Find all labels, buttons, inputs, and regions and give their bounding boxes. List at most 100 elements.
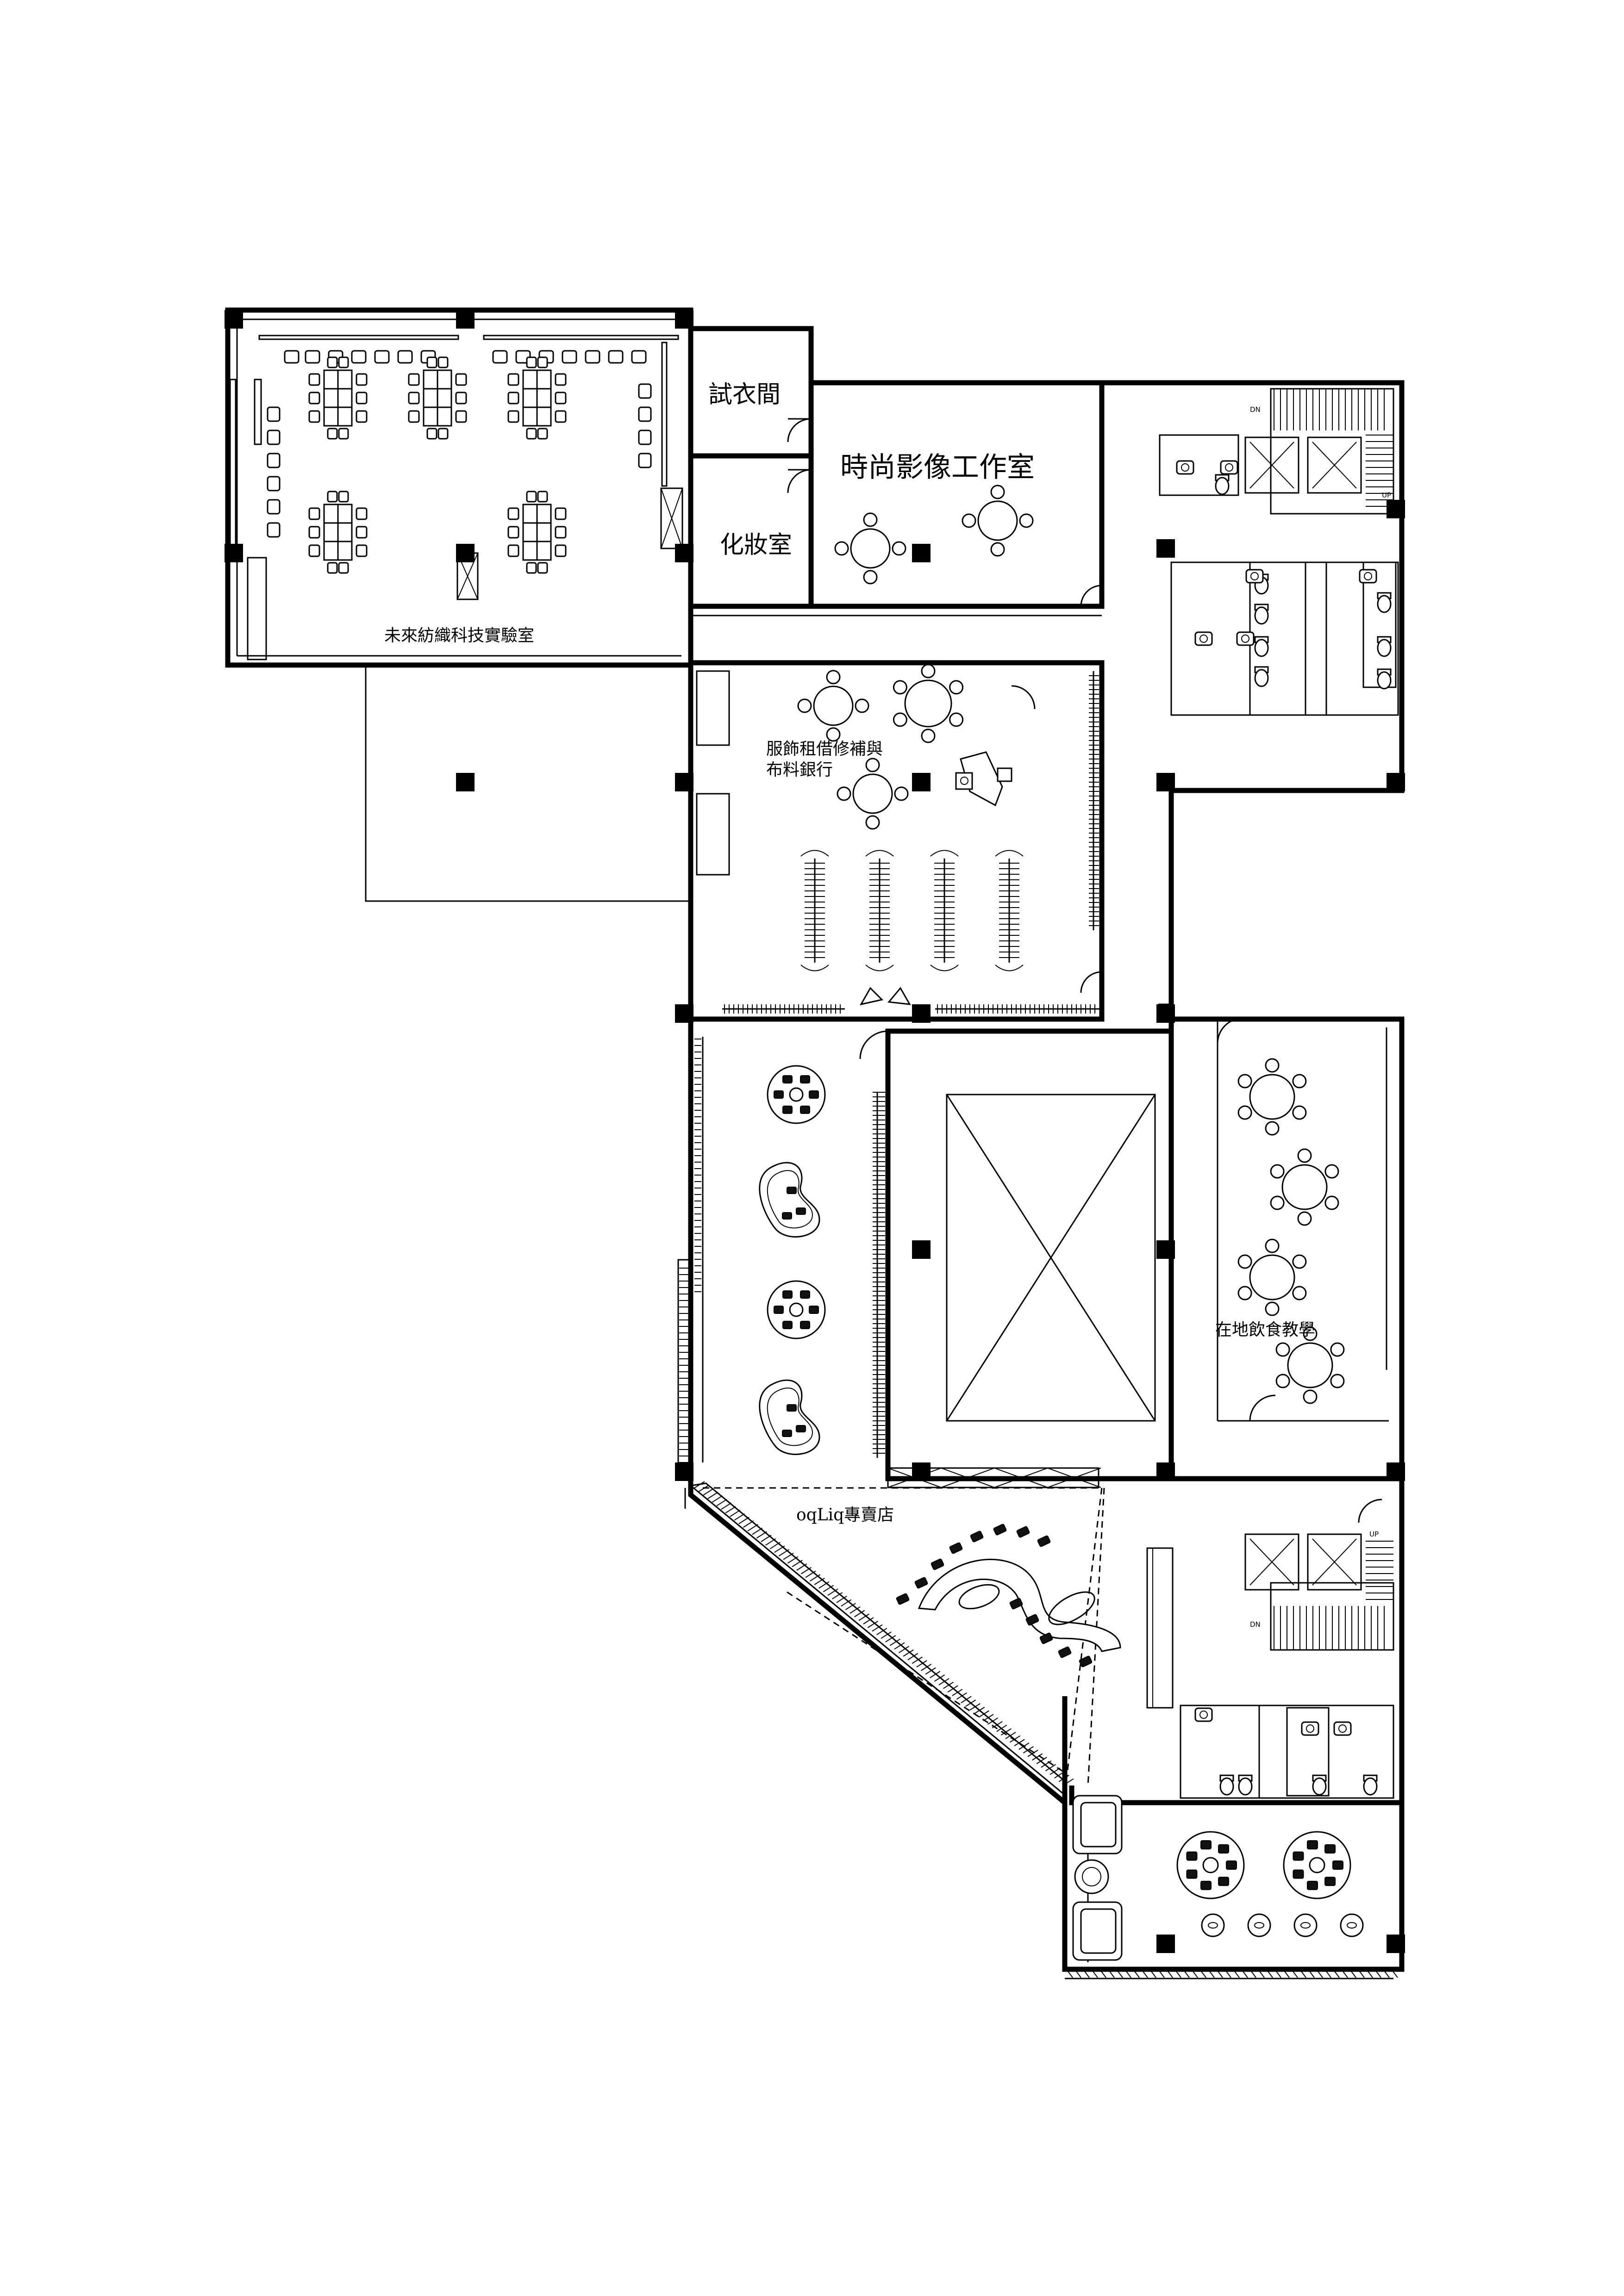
chair [308,544,320,557]
desk [323,541,339,561]
seat [1200,1840,1212,1850]
seat [796,1207,806,1215]
lower-service-core [1069,1476,1405,1805]
chair [526,356,537,368]
seat [782,1320,793,1329]
fence-bar [1200,1970,1206,1978]
glazing-brace [994,1468,1048,1488]
fence-bar [947,1685,958,1693]
fence-bar [778,1549,789,1556]
desk [522,406,538,427]
seat [1200,1880,1212,1890]
store-chair [896,1593,910,1605]
chair [990,485,1005,499]
desk [323,406,339,427]
stool [1201,1913,1225,1937]
glazing-brace [1047,1468,1101,1488]
lounge-fence [1067,1970,1398,1978]
chair [507,410,519,423]
chair [356,507,368,520]
round-table [1249,1074,1295,1120]
lab-desk-clusters [308,356,567,574]
desk [536,406,552,427]
store-chair [1058,1646,1072,1658]
chair [408,410,420,423]
column [675,310,693,329]
desk [423,388,438,408]
fence-bar [907,1653,918,1661]
toilet-bowl [1377,671,1392,690]
structural-columns [225,310,1405,1953]
fence-bar [738,1517,750,1524]
chair [1019,513,1034,528]
fence-bar [1027,1749,1038,1757]
chair [562,350,577,364]
round-table [1281,1164,1328,1210]
fence-bar [965,1699,976,1707]
fence-bar [1242,1970,1248,1978]
desk [536,369,552,390]
room-label-store: oqLiq專賣店 [796,1506,894,1524]
chair [893,680,907,695]
stool-top [1300,1922,1311,1929]
fence-bar [1133,1970,1140,1978]
seat [809,1090,819,1099]
fence-bar [1350,1970,1356,1978]
room-label-textile-lab: 未來紡織科技實驗室 [384,626,534,645]
column [1156,539,1175,558]
chair [1275,1374,1290,1388]
fence-bar [849,1606,861,1614]
chair [826,670,841,684]
column [1156,1240,1175,1259]
chair [855,698,869,713]
chair [1292,1254,1307,1269]
seat [800,1320,810,1329]
round-table [850,528,891,569]
fence-bar [974,1706,985,1714]
chair [338,491,349,503]
chair [949,712,964,727]
chair [555,392,567,404]
chair [1324,1164,1339,1179]
rack-bottom [800,964,829,971]
fence-bar [938,1678,949,1686]
desk [522,504,538,524]
fence-bar [858,1613,869,1621]
toilet-bowl [1312,1777,1327,1796]
seat [1293,1851,1304,1861]
chair [267,499,281,515]
fence-bar [1250,1970,1256,1978]
seat [1293,1869,1304,1879]
column [675,1004,693,1023]
column [456,310,475,329]
stair-label-dn-lower: DN [1250,1620,1261,1629]
fence-bar [1054,1771,1065,1779]
store-chair [1016,1526,1030,1538]
fence-bar [987,1717,999,1725]
chair [949,680,964,695]
chair [338,356,349,368]
store-chairs [896,1524,1093,1668]
dining-tables [1237,1058,1345,1404]
fence-bar [761,1535,772,1542]
chair [526,491,537,503]
chair [267,406,281,422]
fence-bar [952,1689,963,1696]
fence-bar [1083,1970,1090,1978]
desk [423,406,438,427]
fence-bar [796,1563,807,1571]
drain [1241,635,1249,643]
fence-bar [827,1588,838,1596]
sink [1245,569,1264,584]
desk [522,388,538,408]
seat [796,1425,806,1432]
seat [800,1290,810,1299]
fence-bar [756,1531,767,1539]
seat [1324,1877,1336,1886]
drain [1364,572,1372,580]
fence-bar [1358,1970,1365,1978]
sink [1194,1707,1213,1722]
sink [1194,631,1213,646]
fence-bar [774,1545,785,1553]
